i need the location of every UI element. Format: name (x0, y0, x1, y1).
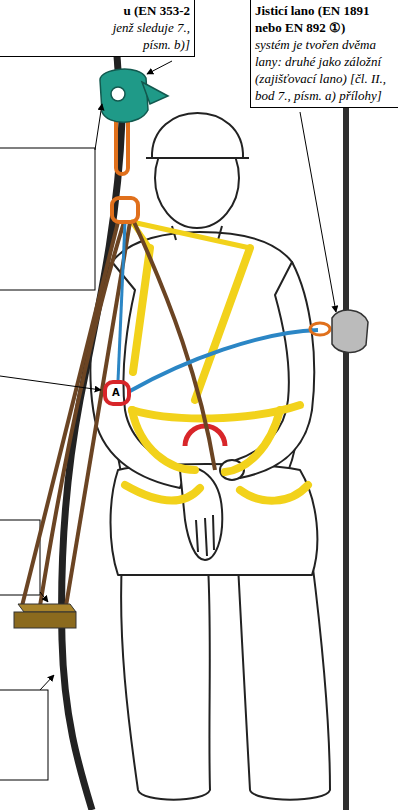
rope-grab (332, 310, 368, 352)
neck (218, 226, 222, 240)
helmet (152, 113, 243, 158)
seat-board (14, 612, 76, 628)
anchor-label: A (112, 387, 120, 398)
descender-handle (142, 82, 168, 104)
leg (238, 560, 330, 800)
fingers (196, 515, 214, 556)
harness-strap (133, 248, 150, 372)
helmet-brim (146, 157, 249, 159)
working-rope (62, 120, 122, 810)
seat-board (18, 604, 76, 612)
leg-loop (240, 485, 308, 501)
backup-rope (343, 0, 349, 810)
sling-strap (40, 222, 124, 606)
carabiner (112, 198, 138, 222)
leader-line (95, 104, 102, 150)
cropped-callout (0, 690, 48, 780)
thighs (111, 464, 318, 575)
lanyard (130, 330, 318, 391)
harness-strap (195, 248, 250, 400)
harness (125, 222, 308, 501)
carabiner (310, 323, 330, 335)
leg (121, 560, 210, 800)
callout-box: Jisticí lano (EN 1891 nebo EN 892 ①)syst… (250, 0, 398, 108)
worker-figure (90, 113, 330, 800)
descender-cam (111, 87, 125, 101)
leader-line (40, 592, 48, 602)
sling-strap (134, 222, 215, 470)
leader-line (40, 675, 54, 690)
callout-heading: u (EN 353-2 (4, 2, 190, 19)
seat-sling (22, 222, 215, 606)
cropped-callout (0, 148, 95, 290)
leader-line (0, 376, 101, 390)
leader-line (147, 61, 172, 74)
callout-box: u (EN 353-2jenž sleduje 7., písm. b)] (0, 0, 195, 57)
leader-line (300, 112, 336, 312)
harness-strap (132, 222, 250, 248)
descender (100, 69, 148, 122)
callout-text: systém je tvořen dvěma lany: druhé jako … (255, 36, 395, 104)
callout-heading: Jisticí lano (EN 1891 nebo EN 892 ①) (255, 2, 395, 36)
callout-text: jenž sleduje 7., písm. b)] (110, 19, 190, 53)
leg-loop (225, 410, 280, 472)
lanyard (118, 222, 125, 381)
sling-strap (22, 222, 118, 606)
arm (236, 262, 314, 478)
hand (180, 468, 222, 560)
attachment-ring (105, 382, 129, 404)
leg-loop (125, 485, 200, 500)
